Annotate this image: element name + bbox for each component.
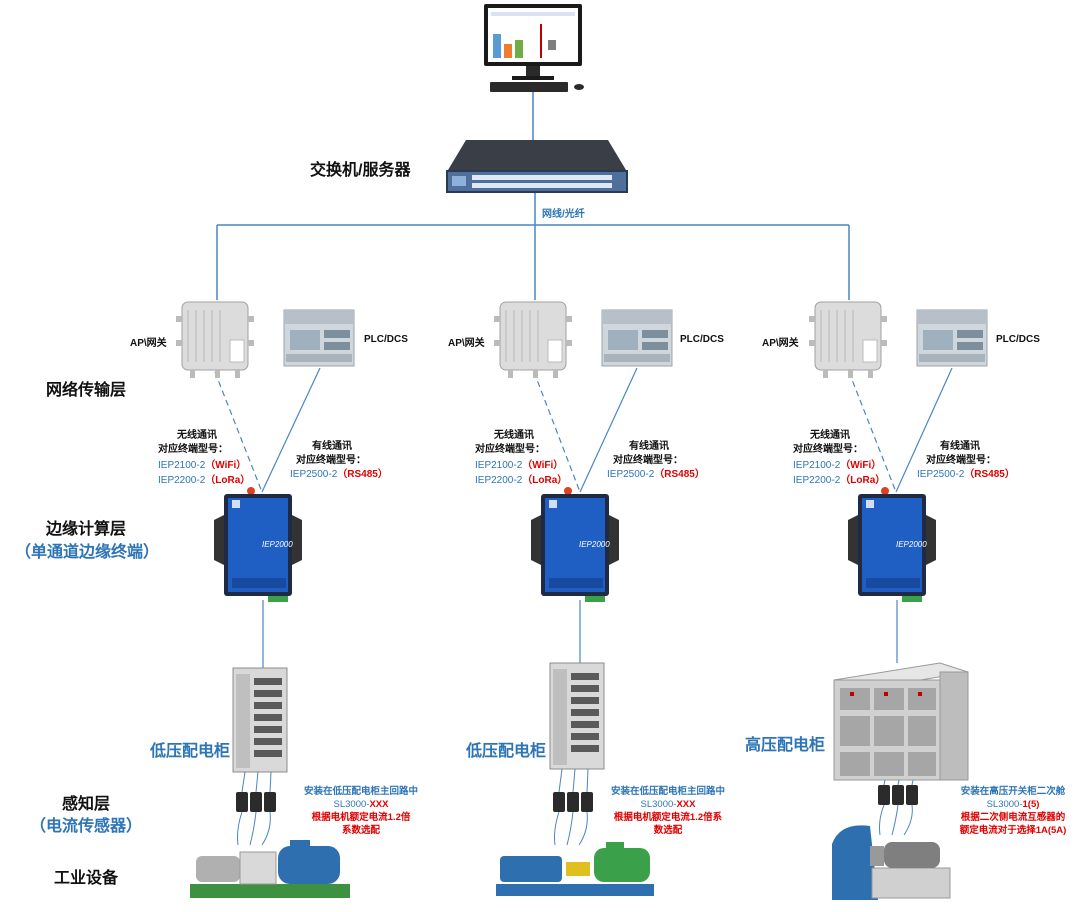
ap-gateway-icon	[809, 301, 887, 378]
plc-label: PLC/DCS	[996, 334, 1040, 345]
edge-layer-label: 边缘计算层	[46, 521, 127, 538]
plc-label: PLC/DCS	[680, 334, 724, 345]
ap-gateway-icon	[176, 301, 254, 378]
current-sensor-icon	[236, 792, 276, 812]
motor-pump-icon	[496, 842, 654, 896]
wired-title: 有线通讯	[312, 441, 352, 452]
wired-model-title: 对应终端型号：	[613, 455, 683, 466]
edge-layer-sublabel: （单通道边缘终端）	[15, 544, 160, 561]
wireless-title: 无线通讯	[494, 430, 534, 441]
link-label: 网线/光纤	[542, 209, 585, 220]
cabinet-label: 低压配电柜	[150, 743, 231, 760]
switch-label: 交换机/服务器	[310, 162, 411, 179]
wired-model-title: 对应终端型号：	[926, 455, 996, 466]
ap-label: AP\网关	[448, 338, 485, 349]
edge-terminal-icon	[531, 487, 619, 602]
rs485-model-line: IEP2500-2（RS485）	[917, 469, 1015, 480]
equipment-layer-label: 工业设备	[54, 870, 119, 887]
lora-model-line: IEP2200-2（LoRa）	[793, 475, 886, 486]
device-model-label: IEP2000	[579, 540, 610, 549]
low-voltage-cabinet-icon	[549, 662, 605, 770]
wireless-title: 无线通讯	[177, 430, 217, 441]
ap-label: AP\网关	[130, 338, 167, 349]
plc-icon	[283, 309, 355, 367]
install-note: 安装在低压配电柜主回路中 SL3000-XXX 根据电机额定电流1.2倍 系数选…	[303, 786, 418, 836]
wired-title: 有线通讯	[629, 441, 669, 452]
lora-model-line: IEP2200-2（LoRa）	[158, 475, 251, 486]
wired-title: 有线通讯	[940, 441, 980, 452]
rs485-model-line: IEP2500-2（RS485）	[290, 469, 388, 480]
current-sensor-icon	[878, 785, 918, 805]
motor-pump-icon	[190, 840, 350, 898]
wireless-model-title: 对应终端型号：	[475, 444, 545, 455]
wired-model-title: 对应终端型号：	[296, 455, 366, 466]
ap-gateway-icon	[494, 301, 572, 378]
wifi-model-line: IEP2100-2（WiFi）	[475, 460, 564, 471]
sensing-layer-sublabel: （电流传感器）	[30, 818, 143, 835]
edge-terminal-icon	[848, 487, 936, 602]
device-model-label: IEP2000	[262, 540, 293, 549]
device-model-label: IEP2000	[896, 540, 927, 549]
wireless-model-title: 对应终端型号：	[793, 444, 863, 455]
sensing-layer-label: 感知层	[62, 796, 111, 813]
lora-model-line: IEP2200-2（LoRa）	[475, 475, 568, 486]
ap-label: AP\网关	[762, 338, 799, 349]
plc-icon	[916, 309, 988, 367]
rs485-model-line: IEP2500-2（RS485）	[607, 469, 705, 480]
cabinet-label: 低压配电柜	[466, 743, 547, 760]
wifi-model-line: IEP2100-2（WiFi）	[158, 460, 247, 471]
wireless-model-title: 对应终端型号：	[158, 444, 228, 455]
current-sensor-icon	[553, 792, 593, 812]
install-note: 安装在高压开关柜二次舱 SL3000-1(5) 根据二次侧电流互感器的 额定电流…	[959, 786, 1067, 836]
plc-label: PLC/DCS	[364, 334, 408, 345]
wifi-model-line: IEP2100-2（WiFi）	[793, 460, 882, 471]
high-voltage-cabinet-icon	[833, 662, 969, 781]
plc-icon	[601, 309, 673, 367]
network-layer-label: 网络传输层	[46, 382, 127, 399]
edge-terminal-icon	[214, 487, 302, 602]
install-note: 安装在低压配电柜主回路中 SL3000-XXX 根据电机额定电流1.2倍系 数选…	[610, 786, 725, 836]
cabinet-label: 高压配电柜	[745, 737, 826, 754]
wireless-title: 无线通讯	[810, 430, 850, 441]
low-voltage-cabinet-icon	[232, 667, 288, 773]
blower-fan-icon	[832, 825, 951, 900]
